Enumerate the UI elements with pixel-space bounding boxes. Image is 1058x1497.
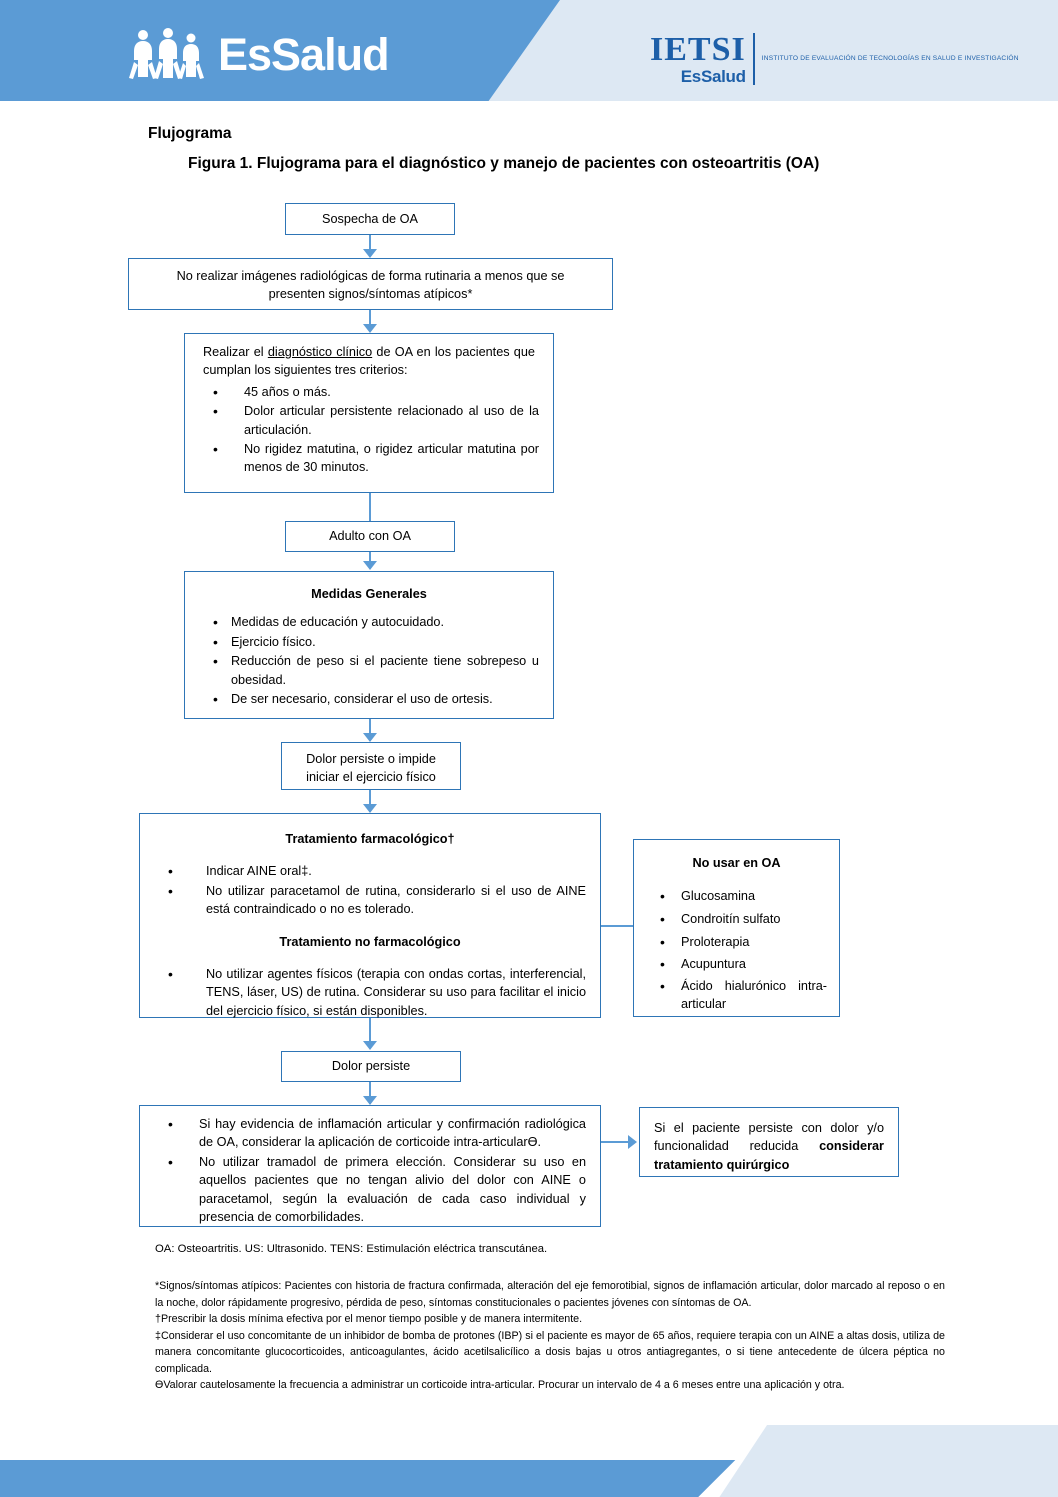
flow-node-diagnostico-list: 45 años o más. Dolor articular persisten… [199, 382, 539, 477]
ietsi-acronym: IETSI [650, 31, 746, 68]
flow-node-no-usar: No usar en OA Glucosamina Condroitín sul… [633, 839, 840, 1017]
footnote-line: *Signos/síntomas atípicos: Pacientes con… [155, 1280, 945, 1309]
footnote-line: †Prescribir la dosis mínima efectiva por… [155, 1313, 583, 1326]
connector-diagnostico-adulto [369, 493, 371, 521]
flow-node-dolor-impide: Dolor persiste o impide iniciar el ejerc… [281, 742, 461, 790]
section-title: Flujograma [148, 125, 232, 142]
connector-corticoide-quirurgico [601, 1141, 632, 1143]
page-header: EsSalud IETSI EsSalud INSTITUTO DE EVALU… [0, 0, 1058, 103]
connector-tratamiento-nousar [601, 925, 633, 927]
arrowhead-corticoide-quirurgico [628, 1135, 637, 1149]
list-item: De ser necesario, considerar el uso de o… [199, 689, 539, 710]
arrowhead-dolorimpide-tratamiento [363, 804, 377, 813]
arrowhead-dolorpersiste-corticoide [363, 1096, 377, 1105]
list-item: No rigidez matutina, o rigidez articular… [199, 439, 539, 477]
essalud-family-icon [129, 28, 204, 79]
list-item: Medidas de educación y autocuidado. [199, 612, 539, 633]
flow-node-imagenes: No realizar imágenes radiológicas de for… [128, 258, 613, 310]
flow-node-imagenes-label: No realizar imágenes radiológicas de for… [176, 269, 565, 302]
header-blue-band [0, 0, 560, 103]
ietsi-tagline: INSTITUTO DE EVALUACIÓN DE TECNOLOGÍAS E… [761, 55, 1019, 63]
flow-node-medidas-title: Medidas Generales [311, 587, 427, 601]
connector-dolorimpide-tratamiento [369, 790, 371, 812]
arrowhead-tratamiento-dolorpersiste [363, 1041, 377, 1050]
flow-node-corticoide-list: Si hay evidencia de inflamación articula… [154, 1114, 586, 1227]
list-item: Proloterapia [646, 931, 827, 954]
flow-node-quirurgico-bold: considerar tratamiento quirúrgico [654, 1139, 884, 1172]
flow-node-tratamiento: Tratamiento farmacológico† Indicar AINE … [139, 813, 601, 1018]
flow-node-no-usar-list: Glucosamina Condroitín sulfato Prolotera… [646, 885, 827, 1014]
flow-node-quirurgico-text: Si el paciente persiste con dolor y/o fu… [654, 1121, 884, 1154]
list-item: Glucosamina [646, 885, 827, 908]
connector-adulto-medidas [369, 552, 371, 565]
list-item: Dolor articular persistente relacionado … [199, 401, 539, 439]
flow-node-diagnostico-lead: Realizar el diagnóstico clínico de OA en… [199, 343, 539, 383]
flow-node-adulto: Adulto con OA [285, 521, 455, 552]
flow-node-dolor-persiste-label: Dolor persiste [331, 1059, 411, 1074]
flow-node-corticoide: Si hay evidencia de inflamación articula… [139, 1105, 601, 1227]
footnote-block: *Signos/síntomas atípicos: Pacientes con… [155, 1278, 945, 1394]
flow-node-sospecha-label: Sospecha de OA [322, 211, 418, 226]
flow-node-medidas-list: Medidas de educación y autocuidado. Ejer… [199, 612, 539, 710]
essalud-wordmark: EsSalud [218, 28, 390, 80]
footer-blue-band [0, 1460, 736, 1497]
diagnostico-lead-after: de OA en los pacientes que cumplan los s… [203, 345, 535, 378]
diagnostico-lead-before: Realizar el [203, 345, 268, 359]
flow-node-dolor-impide-label: Dolor persiste o impide iniciar el ejerc… [306, 752, 436, 785]
list-item: Ácido hialurónico intra-articular [646, 976, 827, 1014]
list-item: No utilizar tramadol de primera elección… [154, 1152, 586, 1227]
list-item: No utilizar agentes físicos (terapia con… [154, 964, 586, 1020]
flow-node-dolor-persiste: Dolor persiste [281, 1051, 461, 1082]
essalud-logo: EsSalud [128, 26, 390, 82]
footnote-abbreviations: OA: Osteoartritis. US: Ultrasonido. TENS… [155, 1243, 548, 1255]
ietsi-subbrand: EsSalud [680, 67, 746, 86]
flow-node-tratamiento-nofarm-title: Tratamiento no farmacológico [279, 934, 461, 949]
flow-node-tratamiento-nofarm-list: No utilizar agentes físicos (terapia con… [154, 964, 586, 1020]
footnote-line: ƟValorar cautelosamente la frecuencia a … [155, 1379, 845, 1392]
footer-light-band [719, 1425, 1058, 1497]
list-item: Reducción de peso si el paciente tiene s… [199, 651, 539, 689]
connector-imagenes-diagnostico [369, 310, 371, 328]
arrowhead-sospecha-imagenes [363, 249, 377, 258]
footnote-line: ‡Considerar el uso concomitante de un in… [155, 1329, 945, 1375]
list-item: Acupuntura [646, 953, 827, 976]
connector-dolorpersiste-corticoide [369, 1082, 371, 1104]
diagnostico-lead-underline: diagnóstico clínico [267, 345, 373, 359]
ietsi-logo: IETSI EsSalud INSTITUTO DE EVALUACIÓN DE… [650, 33, 1019, 85]
connector-tratamiento-dolorpersiste [369, 1018, 371, 1048]
flow-node-diagnostico: Realizar el diagnóstico clínico de OA en… [184, 333, 554, 493]
ietsi-logo-text: IETSI EsSalud [650, 31, 753, 86]
ietsi-divider [752, 33, 755, 85]
arrowhead-imagenes-diagnostico [363, 324, 377, 333]
flow-node-no-usar-title: No usar en OA [692, 856, 781, 870]
list-item: Condroitín sulfato [646, 908, 827, 931]
connector-sospecha-imagenes [369, 235, 371, 253]
flow-node-adulto-label: Adulto con OA [329, 529, 411, 544]
figure-title: Figura 1. Flujograma para el diagnóstico… [188, 155, 820, 172]
list-item: 45 años o más. [199, 382, 539, 403]
header-divider [0, 101, 1058, 103]
list-item: Si hay evidencia de inflamación articula… [154, 1114, 586, 1152]
flow-node-tratamiento-farm-list: Indicar AINE oral‡. No utilizar paraceta… [154, 861, 586, 919]
list-item: Indicar AINE oral‡. [154, 861, 586, 882]
arrowhead-medidas-dolorimpide [363, 733, 377, 742]
list-item: No utilizar paracetamol de rutina, consi… [154, 881, 586, 919]
flow-node-sospecha: Sospecha de OA [285, 203, 455, 235]
flow-node-quirurgico: Si el paciente persiste con dolor y/o fu… [639, 1107, 899, 1177]
connector-medidas-dolorimpide [369, 719, 371, 741]
arrowhead-adulto-medidas [363, 561, 377, 570]
flow-node-tratamiento-farm-title: Tratamiento farmacológico† [285, 832, 455, 846]
list-item: Ejercicio físico. [199, 632, 539, 653]
flow-node-medidas: Medidas Generales Medidas de educación y… [184, 571, 554, 719]
